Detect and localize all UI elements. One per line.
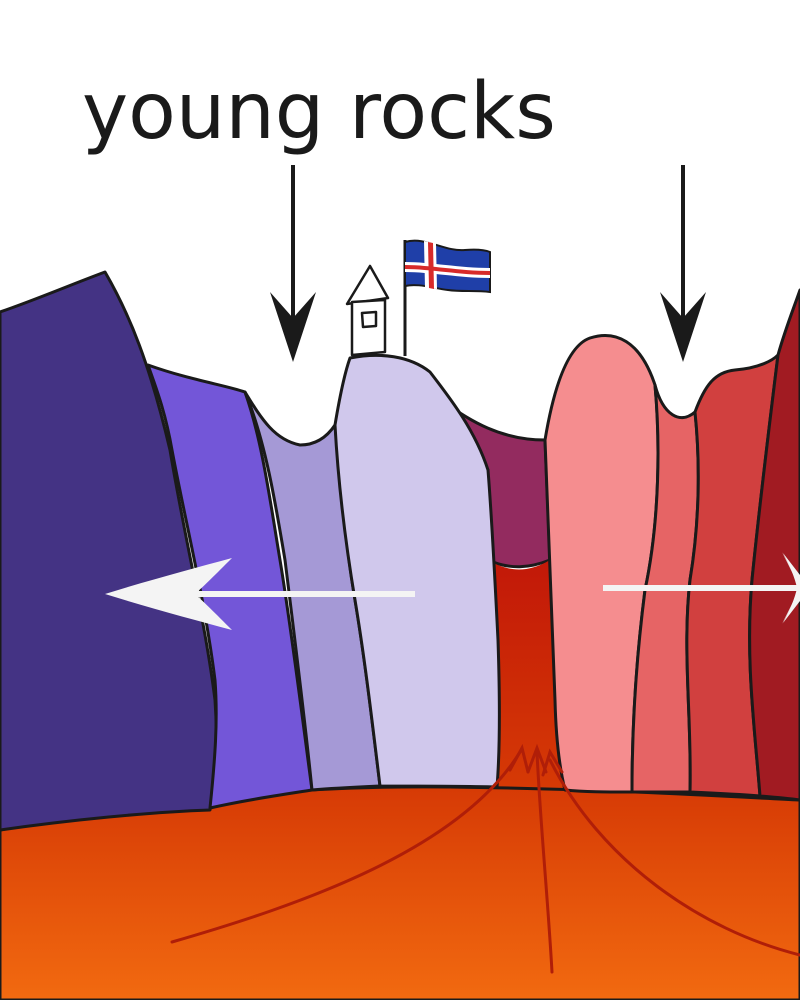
- spreading-arrow-left: [105, 558, 415, 630]
- magma-arrowhead-right: [541, 748, 564, 777]
- spreading-arrow-right: [603, 552, 800, 624]
- iceland-flag-icon: [403, 239, 491, 356]
- magma-arrow-right: [548, 758, 800, 957]
- magma-arrow-left: [170, 750, 522, 944]
- flag-cross-red-horizontal: [405, 265, 490, 275]
- magma-arrowhead-left: [508, 743, 530, 774]
- label-pointer-left: [270, 165, 316, 362]
- arrow-down-icon: [660, 292, 706, 362]
- house-window: [360, 310, 378, 329]
- house-icon: [345, 264, 390, 357]
- magma-arrow-center: [535, 750, 554, 974]
- flag-cross-red-vertical: [428, 242, 434, 289]
- arrow-right-head-edge: [783, 553, 800, 623]
- arrow-down-icon: [270, 292, 316, 362]
- label-pointer-right: [660, 165, 706, 362]
- plate-left-band-2: [146, 363, 314, 810]
- plate-left-band-4: [333, 353, 501, 789]
- young-rocks-label: young rocks: [82, 67, 556, 157]
- magma-arrowhead-center: [526, 743, 548, 774]
- magma: [0, 785, 800, 1000]
- rift-lava-column: [488, 560, 570, 790]
- arrow-left-icon: [105, 558, 232, 630]
- magma-upwelling-arrows: [170, 743, 800, 974]
- plate-right-band-4: [748, 288, 800, 802]
